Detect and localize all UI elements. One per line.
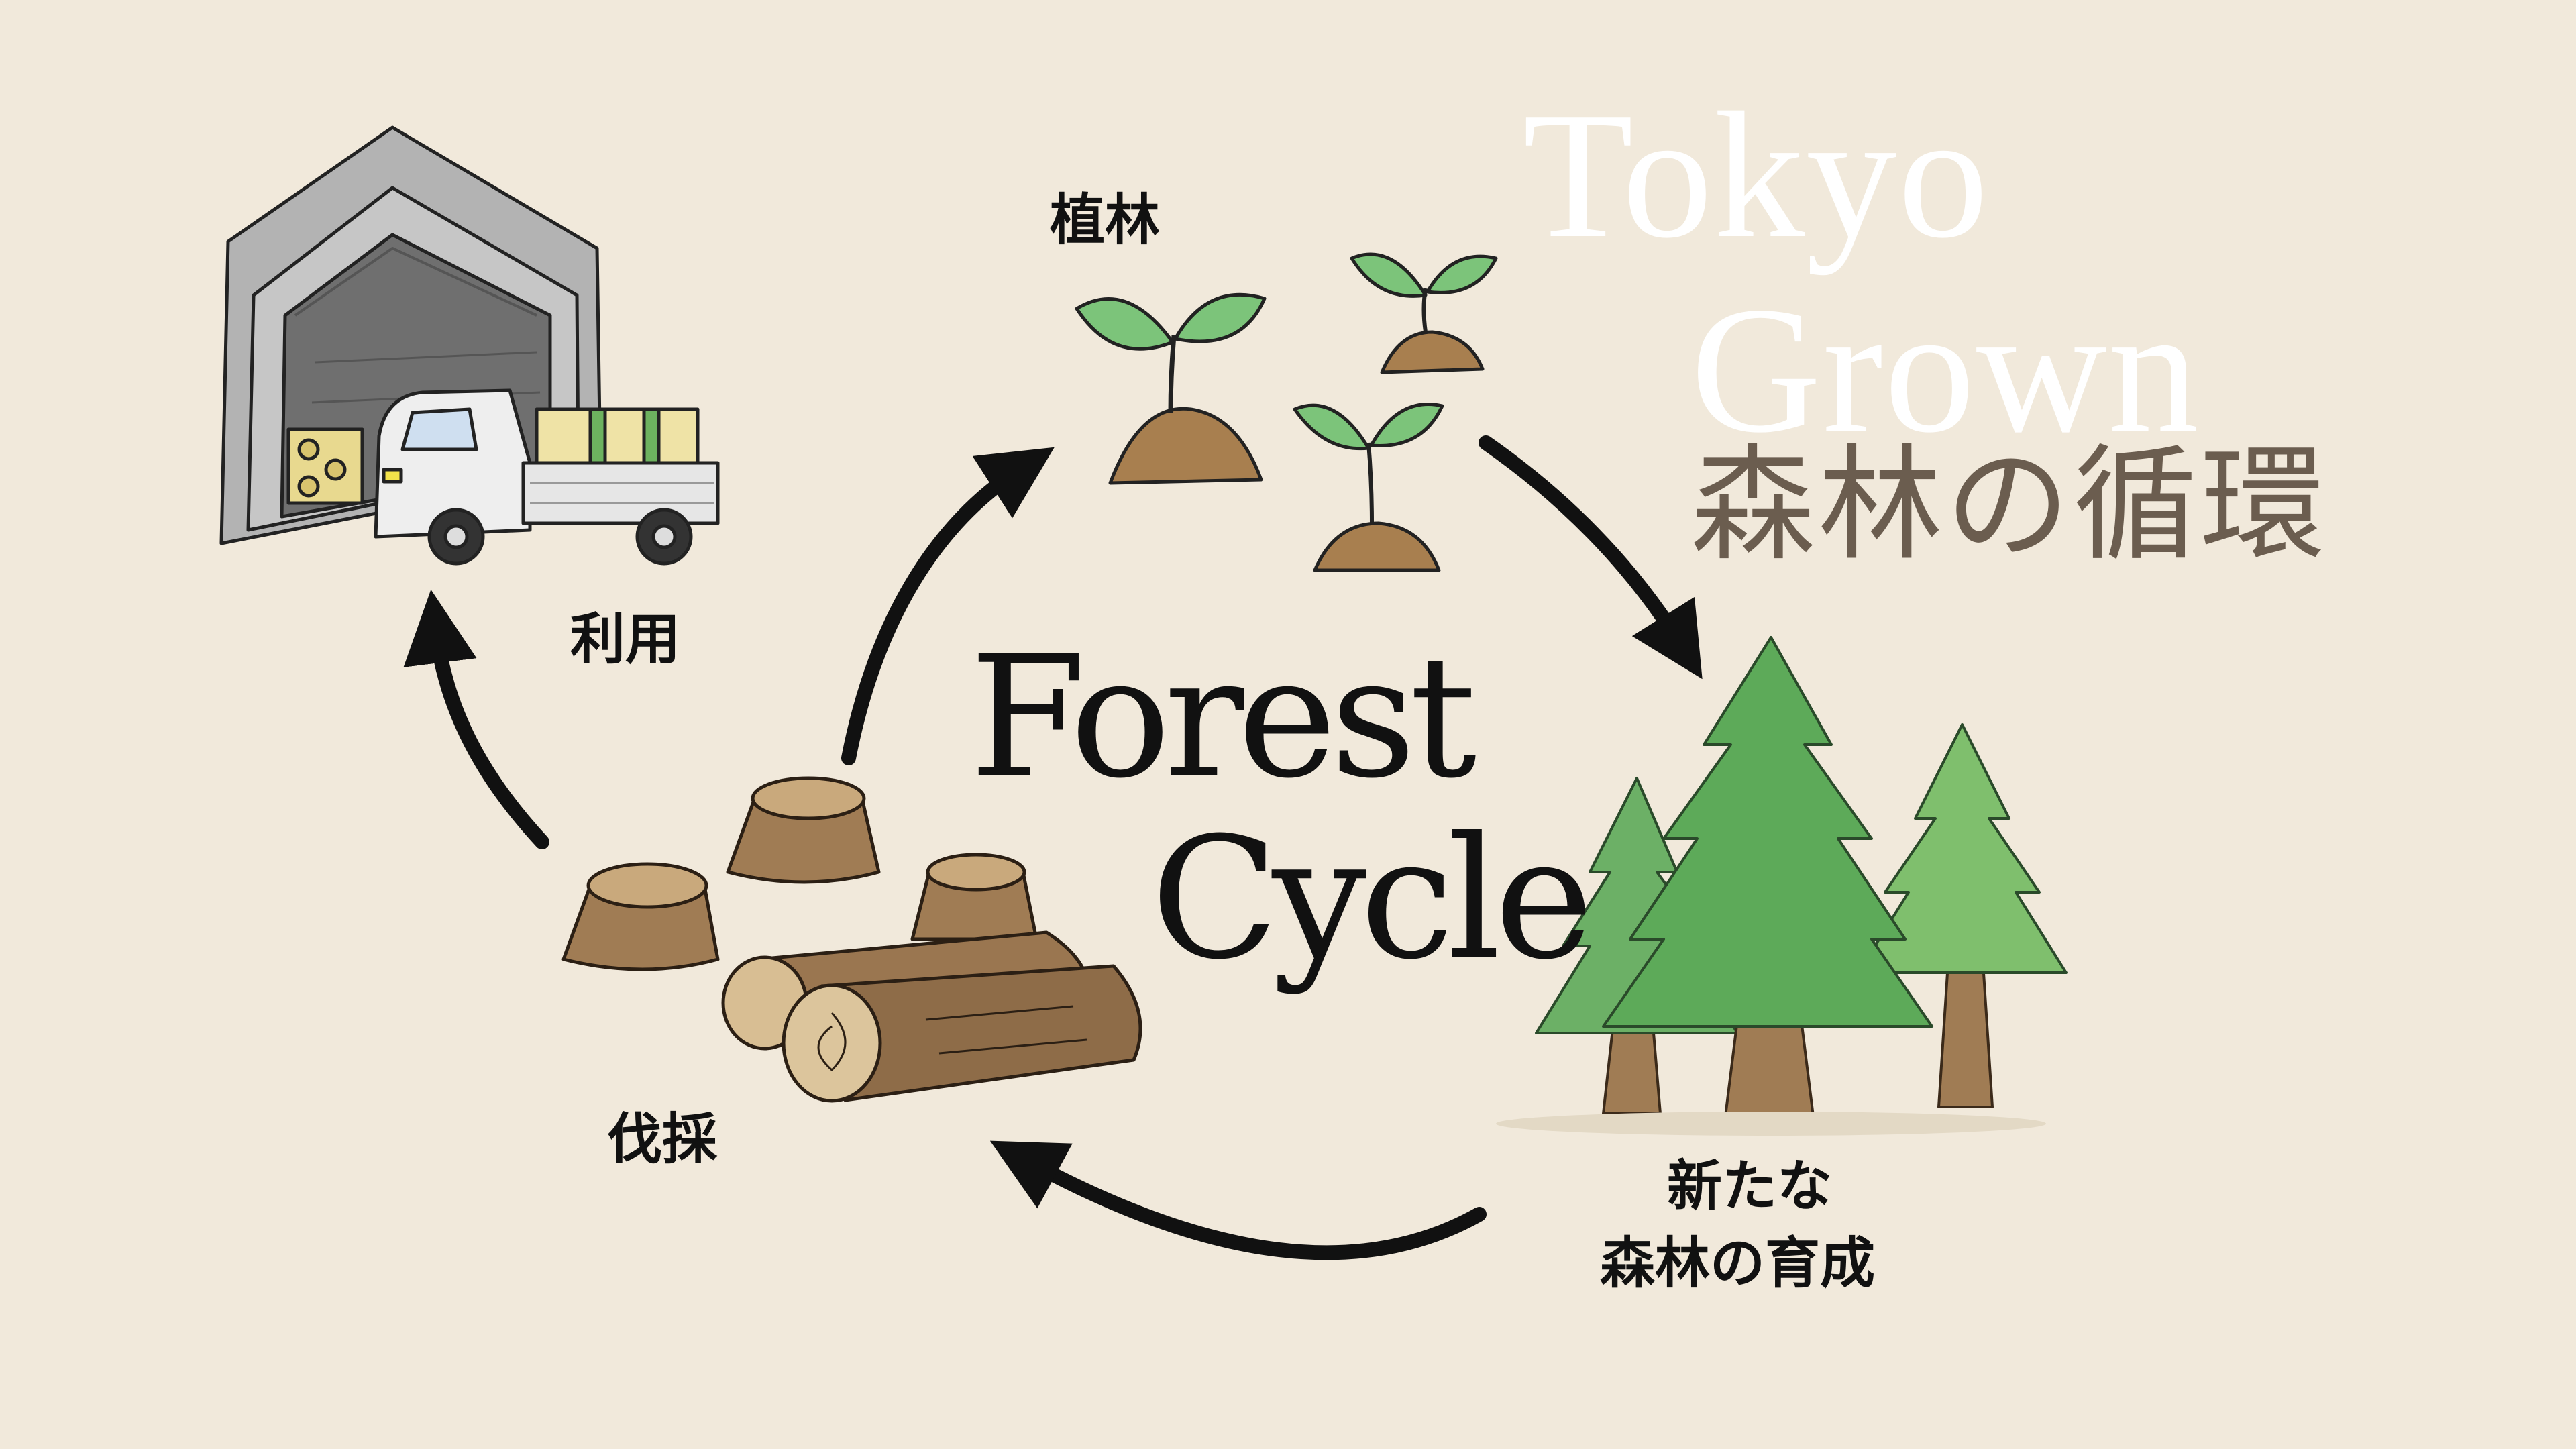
brand-title-line1: Tokyo	[1523, 75, 1990, 276]
forest-trees-illustration	[1496, 636, 2068, 1136]
brand-title-line2: Grown	[1690, 270, 2200, 470]
arrow-harvest-to-use	[403, 589, 549, 849]
stage-label-utilization: 利用	[570, 608, 681, 672]
arrow-forest-to-harvest	[989, 1140, 1487, 1260]
stage-label-new-growth-line2: 森林の育成	[1600, 1232, 1876, 1295]
stage-label-planting: 植林	[1050, 189, 1161, 252]
stage-label-harvesting: 伐採	[607, 1108, 718, 1171]
arrow-planting-to-forest	[1479, 435, 1703, 680]
center-title-line1: Forest	[969, 620, 1477, 815]
stumps-logs-illustration	[561, 776, 1142, 1103]
sprouts-illustration	[1075, 252, 1498, 572]
center-title-line2: Cycle	[1150, 801, 1593, 996]
brand-subtitle: 森林の循環	[1690, 432, 2328, 578]
stage-label-new-growth-line1: 新たな	[1667, 1155, 1833, 1218]
arrow-harvest-to-planting	[841, 447, 1055, 765]
cycle-arrows	[403, 435, 1703, 1260]
warehouse-truck-illustration	[219, 125, 720, 566]
